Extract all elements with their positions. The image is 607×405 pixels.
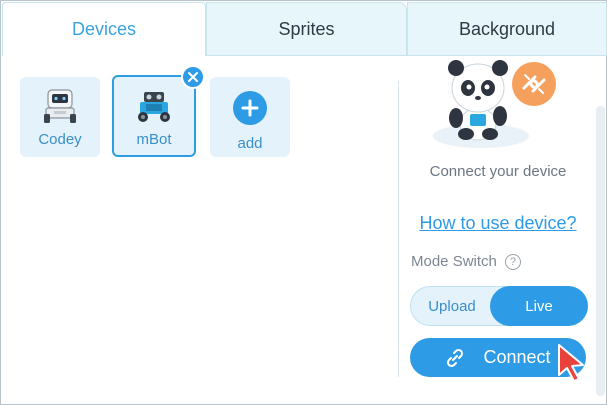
add-device-button[interactable]: add: [210, 77, 290, 157]
mode-switch-label: Mode Switch ?: [411, 253, 521, 270]
mbot-robot-icon: [132, 85, 176, 127]
mode-upload-option[interactable]: Upload: [428, 297, 476, 315]
panda-mascot-illustration: [426, 58, 566, 153]
add-device-label: add: [237, 135, 263, 152]
panel-scrollbar[interactable]: [596, 106, 605, 396]
pointer-cursor-icon: [558, 344, 584, 382]
plus-icon: [233, 91, 267, 125]
mode-switch-toggle[interactable]: Upload Live: [410, 286, 588, 326]
connect-button-label: Connect: [483, 347, 551, 367]
device-card-codey[interactable]: Codey: [20, 77, 100, 157]
device-label-codey: Codey: [38, 131, 82, 148]
panel-divider: [398, 81, 399, 377]
tab-bar: Devices Sprites Background: [1, 1, 607, 56]
tab-divider: [206, 55, 607, 56]
remove-device-button[interactable]: [181, 65, 205, 89]
tab-sprites[interactable]: Sprites: [206, 2, 407, 56]
mode-live-option[interactable]: Live: [490, 286, 588, 326]
connect-device-hint: Connect your device: [429, 163, 567, 180]
help-icon[interactable]: ?: [504, 253, 521, 270]
device-card-mbot[interactable]: mBot: [112, 75, 196, 157]
how-to-use-device-link[interactable]: How to use device?: [419, 213, 577, 233]
codey-robot-icon: [38, 85, 82, 127]
connect-button[interactable]: Connect: [410, 338, 586, 377]
link-icon: [447, 348, 464, 367]
device-label-mbot: mBot: [136, 131, 172, 148]
close-icon: [188, 72, 198, 82]
tab-background[interactable]: Background: [407, 2, 607, 56]
mode-switch-text: Mode Switch: [411, 253, 497, 270]
tab-devices[interactable]: Devices: [2, 2, 206, 56]
